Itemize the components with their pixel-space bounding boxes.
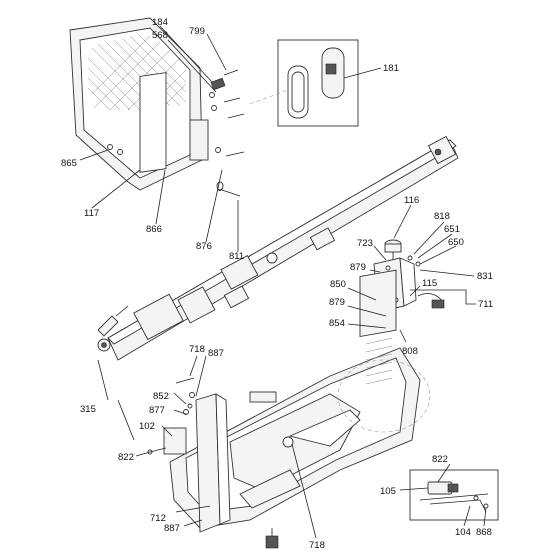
callout-712: 712	[150, 513, 166, 524]
upright-post	[163, 393, 279, 549]
support-arm	[107, 135, 459, 361]
callout-711: 711	[478, 299, 493, 310]
callout-854: 854	[329, 318, 345, 329]
side-panel-assembly	[69, 17, 223, 191]
callout-811: 811	[229, 251, 244, 262]
callout-879-lower: 879	[329, 297, 345, 308]
chassis-tray	[169, 269, 431, 529]
callout-877: 877	[149, 405, 165, 416]
callout-865: 865	[61, 158, 77, 169]
callout-866: 866	[146, 224, 162, 235]
callout-876: 876	[196, 241, 212, 252]
callout-568: 568	[152, 30, 168, 41]
callout-808: 808	[402, 346, 418, 357]
callout-879-upper: 879	[350, 262, 366, 273]
callout-887-upper: 887	[208, 348, 224, 359]
callout-labels: 184 568 799 181 865 117 866 876 811 116 …	[61, 17, 493, 551]
callout-116: 116	[404, 195, 419, 206]
callout-650: 650	[448, 237, 464, 248]
callout-822-left: 822	[118, 452, 134, 463]
callout-852: 852	[153, 391, 169, 402]
callout-102: 102	[139, 421, 155, 432]
callout-105: 105	[380, 486, 396, 497]
callout-723: 723	[357, 238, 373, 249]
callout-850: 850	[330, 279, 346, 290]
callout-315: 315	[80, 404, 96, 415]
callout-818: 818	[434, 211, 450, 222]
callout-822-right: 822	[432, 454, 448, 465]
left-fasteners	[147, 377, 195, 455]
callout-718-upper: 718	[189, 344, 205, 355]
callout-181: 181	[383, 63, 399, 74]
panel-fasteners	[210, 69, 245, 197]
sensor-detail-box	[409, 469, 499, 521]
fan-grille	[365, 337, 393, 385]
callout-799: 799	[189, 26, 205, 37]
callout-104: 104	[455, 527, 471, 538]
hinge-pin	[97, 305, 129, 352]
callout-887-lower: 887	[164, 523, 180, 534]
callout-831: 831	[477, 271, 493, 282]
callout-117: 117	[84, 208, 99, 219]
callout-651: 651	[444, 224, 460, 235]
grommet-detail-box	[249, 39, 359, 127]
callout-718-lower: 718	[309, 540, 325, 551]
callout-184: 184	[152, 17, 168, 28]
leader-lines	[79, 25, 487, 539]
callout-115: 115	[422, 278, 437, 289]
callout-868: 868	[476, 527, 492, 538]
